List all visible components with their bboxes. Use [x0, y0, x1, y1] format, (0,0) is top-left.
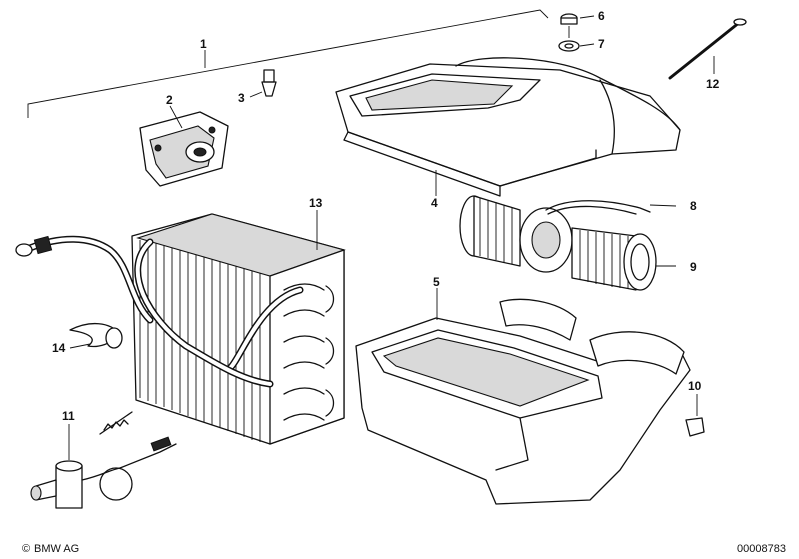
copyright-symbol: © [22, 543, 30, 555]
callout-4: 4 [431, 196, 438, 210]
part-inlet-pipe [15, 235, 154, 324]
part-clip [249, 69, 277, 98]
callout-3: 3 [238, 91, 245, 105]
part-small-clip [685, 394, 705, 437]
part-foam-strip [69, 323, 123, 349]
assembly-bracket [27, 9, 549, 118]
part-nut-washer [558, 13, 595, 52]
callout-7: 7 [598, 37, 605, 51]
part-expansion-valve [30, 411, 177, 509]
part-bracket-resistor [139, 105, 229, 187]
callout-14: 14 [52, 341, 66, 355]
part-upper-housing [335, 57, 681, 197]
callout-11: 11 [62, 409, 75, 423]
callout-2: 2 [166, 93, 173, 107]
callout-6: 6 [598, 9, 605, 23]
part-blower-motor [459, 195, 677, 291]
footer-drawing-number: 00008783 [737, 543, 786, 555]
callout-1: 1 [200, 37, 207, 51]
footer-brand: BMW AG [34, 543, 79, 555]
part-rod [668, 18, 747, 80]
callout-13: 13 [309, 196, 323, 210]
callout-9: 9 [690, 260, 697, 274]
part-evaporator [131, 210, 346, 445]
callout-5: 5 [433, 275, 440, 289]
callout-12: 12 [706, 77, 720, 91]
part-lower-housing [355, 288, 691, 505]
callout-8: 8 [690, 199, 697, 213]
callout-10: 10 [688, 379, 702, 393]
